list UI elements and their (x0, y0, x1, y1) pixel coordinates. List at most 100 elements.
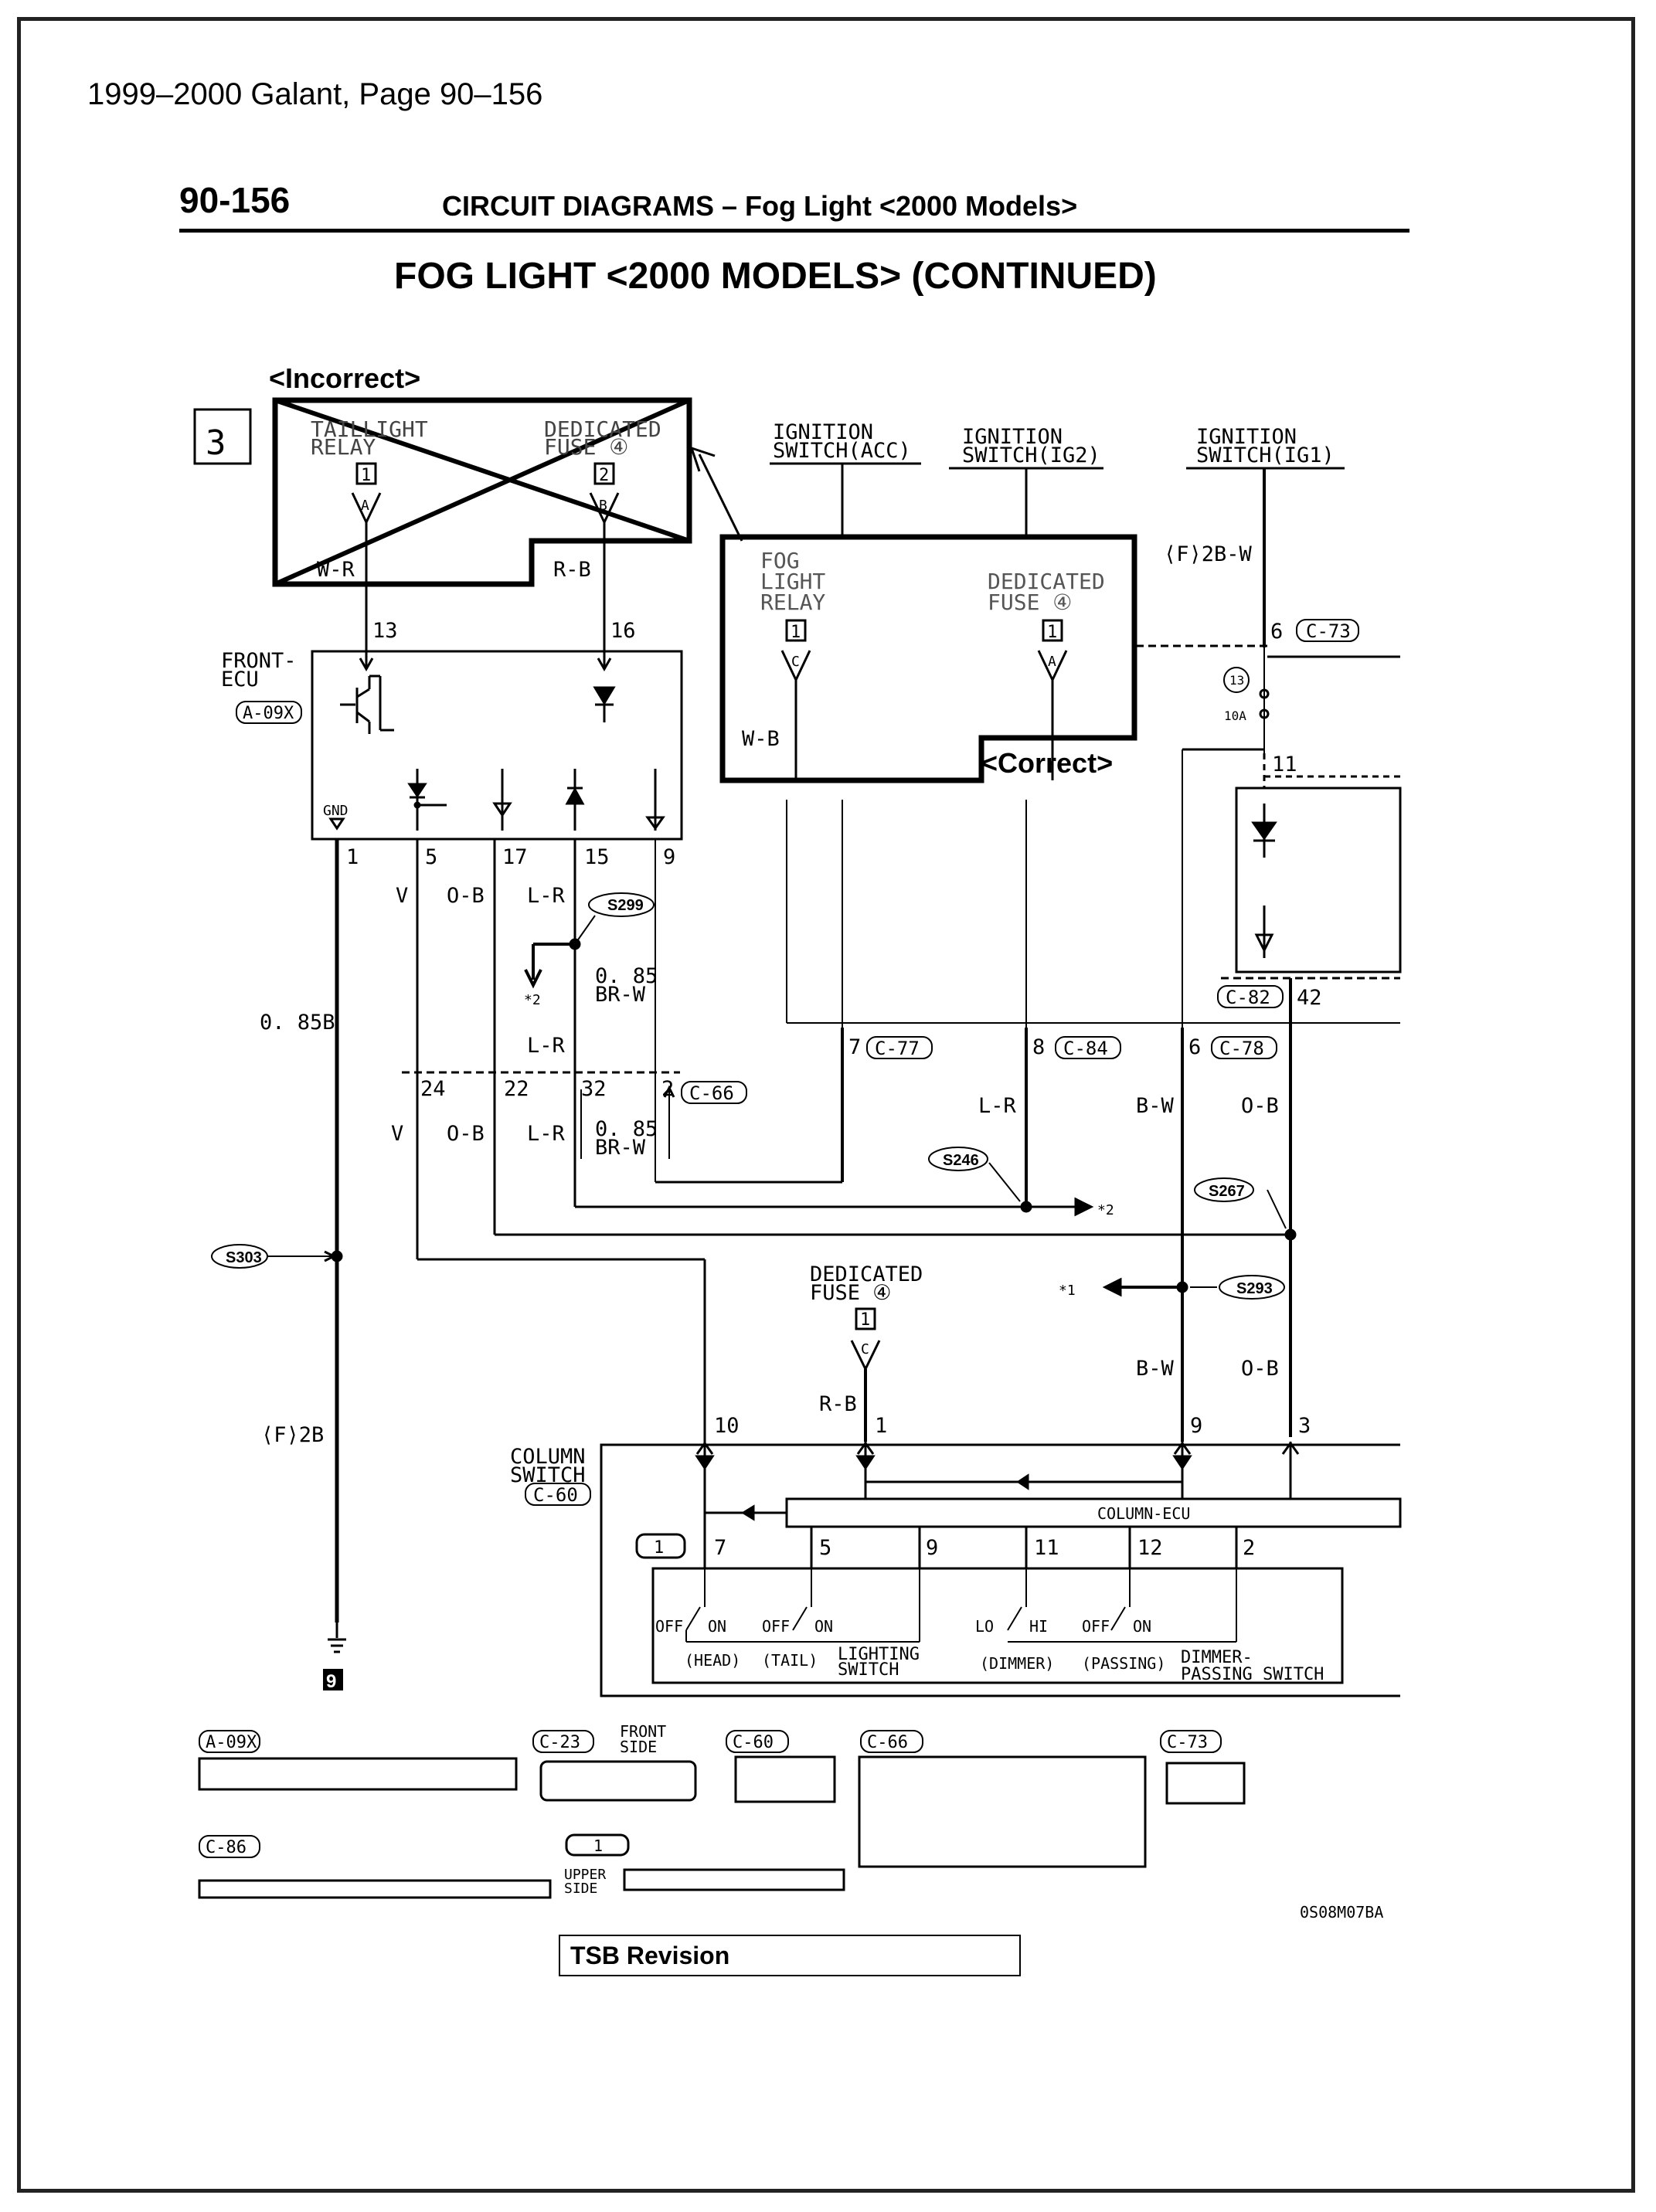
cs-off3: OFF (1082, 1617, 1110, 1636)
ded-fuse-term: 1 (860, 1310, 870, 1330)
wire-v-2: V (391, 1122, 403, 1146)
ded-fuse-conn: C (861, 1341, 869, 1357)
wire-085b: 0. 85B (260, 1011, 335, 1035)
wire-lr: L-R (527, 884, 566, 908)
diagram-code: 0S08M07BA (1300, 1903, 1383, 1921)
conn-a09x: A-09X (243, 704, 294, 723)
pin-7-c77: 7 (848, 1035, 861, 1059)
cs-dp-1: DIMMER- (1181, 1648, 1253, 1667)
cs-tail: (TAIL) (762, 1651, 818, 1670)
wire-lr-2: L-R (527, 1034, 566, 1058)
relay-label-correct: RELAY (760, 590, 825, 615)
legend-1: 1 (593, 1837, 603, 1855)
pin-16: 16 (610, 619, 636, 643)
wire-bw: B-W (1136, 1094, 1175, 1118)
taillight-label: TAILLIGHT (311, 416, 428, 442)
ign-ig1-2: SWITCH(IG1) (1196, 443, 1335, 467)
wire-bw-2: B-W (1136, 1357, 1175, 1381)
conn-c: C (791, 654, 800, 670)
cs-passing: (PASSING) (1082, 1654, 1165, 1673)
cs-on1: ON (708, 1617, 726, 1636)
star-1: *1 (1059, 1283, 1076, 1299)
cs-hi: HI (1029, 1617, 1048, 1636)
relay-label: RELAY (311, 434, 376, 460)
page-header: 1999–2000 Galant, Page 90–156 (87, 77, 543, 111)
fuse-label-correct: FUSE ④ (988, 590, 1072, 615)
cs-lighting-1: LIGHTING (838, 1645, 920, 1664)
terminal-1: 1 (361, 466, 371, 485)
pin-6-c78: 6 (1188, 1035, 1201, 1059)
dedicated-label-correct: DEDICATED (988, 569, 1105, 594)
conn-c66: C-66 (689, 1082, 734, 1104)
ground-number-box (323, 1669, 343, 1690)
fuse-10a: 10A (1224, 708, 1246, 723)
wire-f2b: ⟨F⟩2B (261, 1423, 324, 1447)
fuse-label: FUSE ④ (544, 434, 628, 460)
pin-9: 9 (663, 845, 675, 869)
page-number: 90-156 (179, 180, 291, 220)
conn-a-correct: A (1048, 654, 1056, 670)
light-label: LIGHT (760, 569, 825, 594)
pin-17: 17 (502, 845, 528, 869)
pin-8: 8 (1032, 1035, 1045, 1059)
page-border (17, 17, 1635, 2193)
incorrect-label: <Incorrect> (269, 362, 420, 394)
star-2a: *2 (524, 992, 541, 1008)
cs-pin-11: 11 (1034, 1536, 1059, 1560)
column-ecu: COLUMN-ECU (1097, 1504, 1190, 1523)
cs-head: (HEAD) (685, 1651, 740, 1670)
star-2b: *2 (1097, 1202, 1114, 1218)
tsb-revision: TSB Revision (570, 1942, 729, 1969)
column-switch-1: COLUMN (510, 1445, 586, 1469)
wire-ob-2: O-B (447, 1122, 485, 1146)
header-rule (179, 229, 1409, 233)
fuse-13: 13 (1229, 673, 1244, 688)
wire-ob-4: O-B (1241, 1357, 1279, 1381)
conn-a: A (361, 498, 369, 514)
pin-5: 5 (425, 845, 437, 869)
cs-dp-2: PASSING SWITCH (1181, 1665, 1324, 1684)
main-title: FOG LIGHT <2000 MODELS> (CONTINUED) (394, 256, 1157, 297)
terminal-2: 2 (599, 466, 609, 485)
wire-lr-4: L-R (978, 1094, 1017, 1118)
wire-brw-2: BR-W (595, 1136, 646, 1160)
legend-c60: C-60 (733, 1733, 774, 1752)
conn-c82: C-82 (1226, 987, 1270, 1008)
legend-c86: C-86 (206, 1838, 247, 1857)
front-ecu-1: FRONT- (221, 649, 297, 673)
pin-2: 2 (661, 1077, 674, 1101)
pin-3: 3 (1298, 1414, 1311, 1438)
cs-pin-12: 12 (1137, 1536, 1163, 1560)
cs-dimmer: (DIMMER) (980, 1654, 1054, 1673)
wire-r-b: R-B (553, 558, 591, 582)
conn-b: B (599, 498, 607, 514)
ded-fuse-l2: FUSE ④ (810, 1281, 891, 1305)
gnd-label: GND (323, 803, 349, 819)
cs-off1: OFF (655, 1617, 683, 1636)
terminal-1-correct: 1 (791, 623, 801, 642)
front-side-1: FRONT (620, 1722, 666, 1741)
pin-1: 1 (346, 845, 359, 869)
legend-c23: C-23 (539, 1733, 580, 1752)
ded-fuse-l1: DEDICATED (810, 1262, 923, 1286)
splice-s299: S299 (607, 897, 644, 914)
splice-s303: S303 (226, 1249, 262, 1266)
wire-brw: BR-W (595, 983, 646, 1007)
wire-f2bw: ⟨F⟩2B-W (1164, 542, 1253, 566)
cs-pin-2: 2 (1243, 1536, 1255, 1560)
front-side-2: SIDE (620, 1738, 657, 1756)
wire-ob-3: O-B (1241, 1094, 1279, 1118)
fog-label: FOG (760, 548, 800, 573)
wire-ob: O-B (447, 884, 485, 908)
conn-c84: C-84 (1063, 1038, 1108, 1059)
cs-pin-7: 7 (714, 1536, 726, 1560)
pin-22: 22 (504, 1077, 529, 1101)
pin-1-col: 1 (875, 1414, 887, 1438)
splice-s267: S267 (1209, 1183, 1245, 1200)
front-ecu-2: ECU (221, 668, 259, 691)
pin-10: 10 (714, 1414, 740, 1438)
pin-24: 24 (420, 1077, 446, 1101)
ign-ig1-1: IGNITION (1196, 425, 1297, 449)
wire-w-r: W-R (317, 558, 355, 582)
section-title: CIRCUIT DIAGRAMS – Fog Light <2000 Model… (442, 190, 1078, 222)
